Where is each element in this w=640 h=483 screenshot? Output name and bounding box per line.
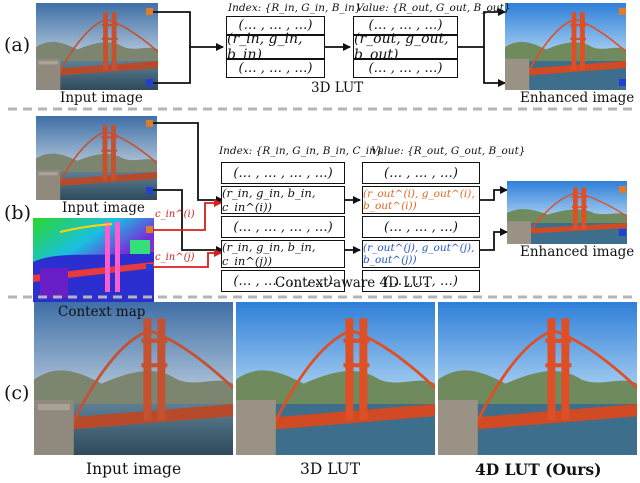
arrow-input-blue (153, 189, 224, 254)
index-row-b-1: (… , … , … , …) (221, 162, 345, 184)
arrow-lut-to-output-top (458, 8, 506, 48)
arrow-output-orange (480, 186, 508, 201)
arrow-input-to-lut-bottom (153, 47, 191, 84)
index-row-a-3: (… , … , …) (226, 59, 325, 78)
output-caption-a: Enhanced image (520, 90, 635, 106)
index-row-b-3: (… , … , … , …) (221, 216, 345, 238)
input-image-b (36, 116, 157, 200)
input-image-a (36, 3, 158, 90)
orange-pixel-marker (619, 8, 626, 15)
value-header-b: Value: {R_out, G_out, B_out} (371, 145, 526, 157)
lut-caption-a: 3D LUT (311, 80, 364, 96)
caption-3d-lut: 3D LUT (300, 460, 361, 478)
context-label-i: c_in^(i) (155, 209, 195, 220)
result-input-image (34, 302, 233, 455)
orange-pixel-marker (146, 120, 153, 127)
blue-pixel-marker (146, 187, 153, 194)
arrow-context-j (153, 249, 222, 268)
output-caption-b: Enhanced image (520, 244, 635, 260)
panel-label-b: (b) (4, 202, 31, 224)
blue-pixel-marker (146, 264, 153, 271)
lut-caption-b: Context-aware 4D LUT (275, 275, 432, 291)
index-row-a-1: (… , … , …) (226, 16, 325, 35)
arrow-lut-to-output-bottom (483, 47, 506, 87)
index-row-b-5: (… , … , … , …) (221, 270, 345, 292)
value-row-a-3: (… , … , …) (353, 59, 458, 78)
index-row-a-2: (r_in, g_in, b_in) (226, 31, 325, 63)
input-caption-a: Input image (60, 90, 143, 106)
value-header-a: Value: {R_out, G_out, B_out} (356, 2, 511, 14)
value-row-b-1: (… , … , …) (362, 162, 480, 184)
context-map-image (33, 218, 154, 302)
value-row-b-3: (… , … , …) (362, 216, 480, 238)
enhanced-image-b (507, 181, 627, 244)
index-header-a: Index: {R_in, G_in, B_in} (228, 2, 362, 14)
arrow-context-i (153, 199, 222, 231)
value-row-b-5: (… , … , …) (362, 270, 480, 292)
orange-pixel-marker (619, 186, 626, 193)
index-row-b-4: (r_in, g_in, b_in, c_in^(j)) (221, 240, 345, 268)
arrow-output-blue (480, 228, 508, 251)
caption-4d-lut-ours: 4D LUT (Ours) (475, 460, 602, 479)
input-caption-b: Input image (62, 200, 145, 216)
context-label-j: c_in^(j) (155, 252, 195, 263)
panel-a (36, 3, 626, 90)
arrow-input-orange (153, 122, 224, 204)
value-row-a-2: (r_out, g_out, b_out) (353, 31, 458, 63)
value-row-b-2: (r_out^(i), g_out^(i), b_out^(i)) (362, 186, 480, 214)
result-3d-lut-image (236, 302, 435, 455)
index-row-b-2: (r_in, g_in, b_in, c_in^(i)) (221, 186, 345, 214)
panel-label-c: (c) (4, 382, 30, 404)
index-header-b: Index: {R_in, G_in, B_in, C_in} (219, 145, 383, 157)
result-4d-lut-image (438, 302, 637, 455)
blue-pixel-marker (146, 79, 153, 86)
orange-pixel-marker (146, 226, 153, 233)
enhanced-image-a (505, 3, 626, 90)
orange-pixel-marker (146, 8, 153, 15)
value-row-b-4: (r_out^(j), g_out^(j), b_out^(j)) (362, 240, 480, 268)
context-caption: Context map (58, 304, 146, 320)
blue-pixel-marker (619, 79, 626, 86)
value-row-a-1: (… , … , …) (353, 16, 458, 35)
panel-b (33, 116, 627, 302)
panel-c (34, 302, 637, 455)
blue-pixel-marker (619, 229, 626, 236)
arrow-input-to-lut-top (153, 11, 224, 51)
caption-input-image: Input image (86, 460, 182, 478)
panel-label-a: (a) (4, 34, 31, 56)
